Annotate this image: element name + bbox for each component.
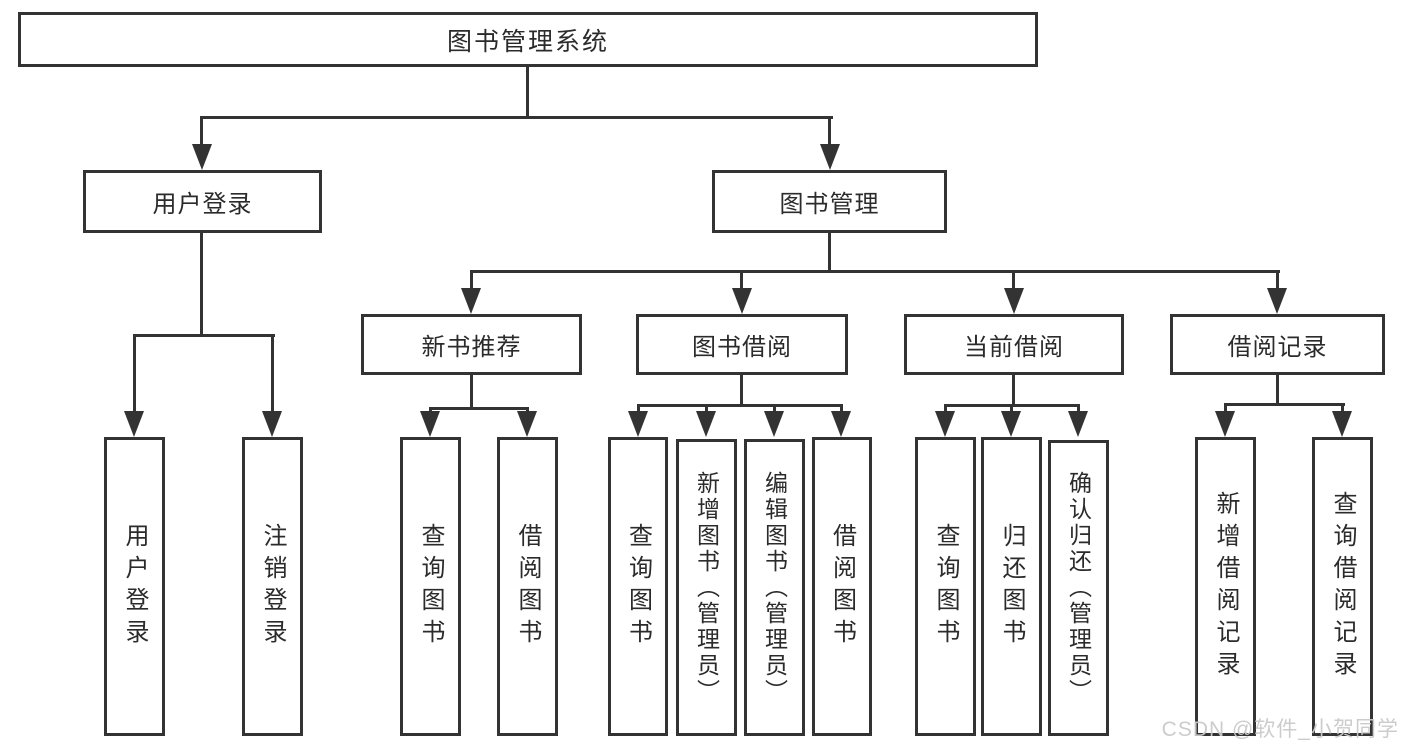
node-label: 借阅图书: [514, 522, 541, 651]
node-borrowing-records: 借阅记录: [1170, 314, 1385, 375]
arrowhead-icon: [1332, 411, 1352, 437]
connector-line: [840, 404, 843, 413]
leaf-user-login: 用户登录: [104, 437, 165, 736]
connector-line: [637, 404, 843, 407]
node-label: 注销登录: [259, 522, 286, 651]
arrowhead-icon: [935, 411, 955, 437]
leaf-edit-books-admin: 编辑图书（管理员）: [744, 439, 805, 736]
arrowhead-icon: [1004, 288, 1024, 314]
connector-line: [1276, 375, 1279, 405]
arrowhead-icon: [764, 411, 784, 437]
node-label: 用户登录: [121, 522, 148, 651]
node-label: 新增图书（管理员）: [693, 470, 720, 705]
connector-line: [526, 67, 529, 118]
connector-line: [1077, 404, 1080, 413]
node-label: 查询图书: [624, 522, 652, 651]
leaf-query-books-current: 查询图书: [915, 437, 976, 736]
node-label: 图书管理: [779, 191, 880, 218]
connector-line: [1012, 375, 1015, 407]
connector-line: [1276, 270, 1279, 292]
connector-line: [200, 116, 833, 119]
node-book-borrowing: 图书借阅: [636, 314, 848, 375]
leaf-return-books: 归还图书: [981, 437, 1042, 736]
leaf-query-books-recommend: 查询图书: [400, 437, 461, 736]
connector-line: [705, 404, 708, 413]
arrowhead-icon: [420, 411, 440, 437]
leaf-logout: 注销登录: [242, 437, 303, 736]
arrowhead-icon: [732, 288, 752, 314]
arrowhead-icon: [517, 411, 537, 437]
connector-line: [200, 233, 203, 337]
node-new-book-recommend: 新书推荐: [361, 314, 582, 375]
connector-line: [1341, 403, 1344, 413]
leaf-confirm-return-admin: 确认归还（管理员）: [1048, 440, 1109, 736]
arrowhead-icon: [1001, 411, 1021, 437]
node-label: 用户登录: [152, 191, 253, 218]
csdn-watermark: CSDN @软件_小贺同学: [1161, 718, 1399, 741]
leaf-add-books-admin: 新增图书（管理员）: [676, 439, 737, 736]
node-book-management: 图书管理: [712, 170, 947, 233]
arrowhead-icon: [831, 411, 851, 437]
node-label: 图书管理系统: [446, 27, 609, 56]
connector-line: [773, 404, 776, 413]
node-label: 归还图书: [998, 522, 1025, 651]
node-label: 图书借阅: [692, 334, 792, 361]
connector-line: [1224, 403, 1227, 413]
connector-line: [1012, 270, 1015, 292]
node-label: 确认归还（管理员）: [1065, 471, 1092, 705]
node-label: 借阅图书: [828, 522, 856, 651]
connector-line: [1224, 403, 1345, 406]
leaf-query-books-borrowing: 查询图书: [608, 437, 668, 736]
leaf-borrow-books: 借阅图书: [812, 437, 872, 736]
arrowhead-icon: [1068, 411, 1088, 437]
arrowhead-icon: [696, 411, 716, 437]
node-current-borrowing: 当前借阅: [904, 314, 1124, 375]
connector-line: [944, 404, 947, 413]
node-label: 查询借阅记录: [1329, 490, 1356, 683]
connector-line: [133, 334, 275, 337]
connector-line: [828, 233, 831, 273]
arrowhead-icon: [192, 144, 212, 170]
connector-line: [133, 334, 136, 414]
arrowhead-icon: [262, 411, 282, 437]
node-label: 查询图书: [932, 522, 959, 651]
arrowhead-icon: [820, 144, 840, 170]
connector-line: [740, 375, 743, 407]
connector-line: [429, 407, 529, 410]
node-label: 当前借阅: [964, 334, 1064, 361]
connector-line: [470, 270, 1280, 273]
leaf-borrow-books-recommend: 借阅图书: [497, 437, 558, 736]
connector-line: [470, 375, 473, 410]
node-label: 借阅记录: [1227, 334, 1328, 361]
connector-line: [271, 334, 274, 414]
arrowhead-icon: [124, 411, 144, 437]
arrowhead-icon: [1215, 411, 1235, 437]
connector-line: [200, 116, 203, 148]
arrowhead-icon: [1267, 288, 1287, 314]
connector-line: [470, 270, 473, 292]
node-library-system: 图书管理系统: [18, 12, 1038, 67]
node-user-login: 用户登录: [83, 170, 322, 233]
node-label: 查询图书: [417, 522, 444, 651]
arrowhead-icon: [461, 288, 481, 314]
leaf-query-borrow-record: 查询借阅记录: [1312, 437, 1373, 736]
connector-line: [637, 404, 640, 413]
connector-line: [1010, 404, 1013, 413]
connector-line: [828, 116, 831, 148]
leaf-add-borrow-record: 新增借阅记录: [1195, 437, 1256, 736]
node-label: 新书推荐: [421, 334, 522, 361]
node-label: 编辑图书（管理员）: [761, 470, 788, 705]
connector-line: [740, 270, 743, 292]
arrowhead-icon: [628, 411, 648, 437]
node-label: 新增借阅记录: [1212, 490, 1239, 683]
